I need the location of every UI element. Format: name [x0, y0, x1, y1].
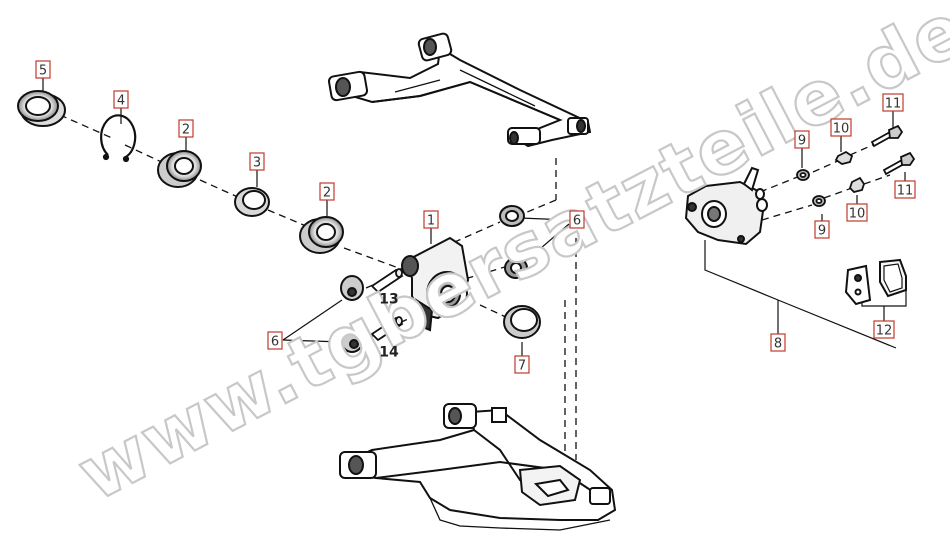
callout-label: 2 [323, 186, 331, 201]
callout-label: 9 [818, 224, 826, 239]
callout-box [569, 210, 585, 229]
part-6-bushing-upper-right [499, 205, 525, 227]
callout-label: 6 [573, 214, 581, 229]
callout-box [319, 182, 335, 201]
callout-c2b: 2 [319, 182, 335, 201]
part-9-washer-upper [796, 169, 810, 181]
part-2-bearing-upper [157, 150, 202, 188]
part-10-nut-upper [834, 150, 854, 165]
part-7-seal-ring [503, 305, 541, 339]
callout-box [113, 90, 129, 109]
callout-c8: 8 [770, 333, 786, 352]
callout-label: 12 [876, 324, 893, 339]
part-11-bolt-lower [882, 151, 916, 176]
callout-box [770, 333, 786, 352]
callout-box [846, 203, 868, 222]
callout-box [249, 152, 265, 171]
callout-box [814, 220, 830, 239]
callout-c5: 5 [35, 60, 51, 79]
callout-c13: 13 [379, 292, 398, 308]
part-6-bushing-lower-right [504, 257, 528, 279]
callout-label: 8 [774, 337, 782, 352]
callout-box [423, 210, 439, 229]
callout-label: 5 [39, 64, 47, 79]
callout-box [178, 119, 194, 138]
callout-box [873, 320, 895, 339]
callout-label: 11 [885, 97, 902, 112]
callout-c6a: 6 [569, 210, 585, 229]
callout-label: 14 [379, 345, 399, 361]
lower-a-arm [339, 403, 617, 531]
callout-c7: 7 [514, 355, 530, 374]
callout-label: 2 [182, 123, 190, 138]
part-10-nut-lower [848, 176, 865, 193]
callout-group: 5 4 2 3 2 1 6 6 7 13 14 9 9 10 10 11 11 8 12 [35, 60, 916, 374]
callout-c1: 1 [423, 210, 439, 229]
callout-label: 10 [833, 122, 850, 137]
callout-c11a: 11 [882, 93, 904, 112]
callout-box [882, 93, 904, 112]
part-2-bearing-lower [299, 216, 344, 254]
part-5-ring [17, 90, 66, 127]
callout-box [794, 130, 810, 149]
callout-box [514, 355, 530, 374]
callout-c4: 4 [113, 90, 129, 109]
callout-c12: 12 [873, 320, 895, 339]
part-13-pin [370, 268, 404, 294]
part-14-pin [370, 316, 404, 342]
part-4-circlip [100, 114, 137, 163]
callout-label: 3 [253, 156, 261, 171]
part-1-knuckle [401, 236, 470, 332]
callout-label: 11 [897, 184, 914, 199]
callout-c2a: 2 [178, 119, 194, 138]
callout-c3: 3 [249, 152, 265, 171]
callout-c10a: 10 [830, 118, 852, 137]
callout-box [830, 118, 852, 137]
callout-label: 6 [271, 335, 279, 350]
callout-c11b: 11 [894, 180, 916, 199]
callout-box [267, 331, 283, 350]
callout-c9b: 9 [814, 220, 830, 239]
callout-c6b: 6 [267, 331, 283, 350]
part-6-washer-upper-left [340, 275, 364, 301]
callout-c10b: 10 [846, 203, 868, 222]
part-12-brake-pads [844, 258, 907, 306]
callout-box [894, 180, 916, 199]
part-9-washer-lower [812, 195, 826, 207]
callout-label: 7 [518, 359, 526, 374]
callout-label: 1 [427, 214, 435, 229]
part-11-bolt-upper [870, 124, 904, 148]
part-3-seal [234, 187, 270, 217]
callout-label: 4 [117, 94, 125, 109]
callout-label: 13 [379, 292, 398, 308]
part-8-brake-caliper [684, 166, 768, 246]
upper-a-arm [327, 32, 592, 148]
callout-c14: 14 [379, 345, 399, 361]
callout-c9a: 9 [794, 130, 810, 149]
callout-box [35, 60, 51, 79]
callout-label: 10 [849, 207, 866, 222]
callout-label: 9 [798, 134, 806, 149]
part-6-washer-lower-left [340, 327, 364, 353]
